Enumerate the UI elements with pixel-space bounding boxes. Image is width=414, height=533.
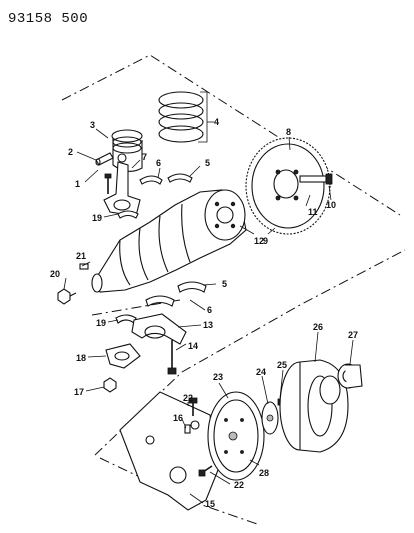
callout-13: 13 [203, 320, 213, 330]
callout-18: 18 [76, 353, 86, 363]
callout-24: 24 [256, 367, 266, 377]
callout-7: 7 [142, 152, 147, 162]
rod-cap [105, 343, 141, 369]
upper-main-bearing-shells [139, 173, 193, 185]
callout-leaders [63, 128, 354, 504]
retainer-dowel [184, 424, 191, 434]
main-bearing-shell-lower-a [177, 281, 207, 293]
torque-converter [279, 359, 349, 453]
callout-6-lower: 6 [207, 305, 212, 315]
callout-19-upper: 19 [92, 213, 102, 223]
callout-5-lower: 5 [222, 279, 227, 289]
callout-26: 26 [313, 322, 323, 332]
callout-2: 2 [68, 147, 73, 157]
oil-gallery-plug [57, 288, 77, 305]
drive-plate [207, 391, 265, 481]
callout-16: 16 [173, 413, 183, 423]
main-bearing-shell-lower-b [145, 295, 175, 307]
rod-bolt [104, 173, 112, 194]
figure-code: 93158 500 [8, 11, 88, 27]
callout-20: 20 [50, 269, 60, 279]
callout-14: 14 [188, 341, 198, 351]
callout-23: 23 [213, 372, 223, 382]
callout-12: 12 [254, 236, 264, 246]
callout-3: 3 [90, 120, 95, 130]
callout-17: 17 [74, 387, 84, 397]
main-bearing-cap [131, 313, 187, 345]
callout-1: 1 [75, 179, 80, 189]
rear-seal-retainer [119, 391, 219, 511]
rod-bearing-shell-upper [117, 210, 139, 219]
rod-nut [103, 377, 117, 393]
flexplate-bolt [299, 173, 333, 185]
retainer-bolt-lower [198, 465, 213, 477]
callout-15: 15 [205, 499, 215, 509]
flexplate-ring-gear [245, 137, 331, 235]
callout-6-upper: 6 [156, 158, 161, 168]
callout-10: 10 [326, 200, 336, 210]
callout-21: 21 [76, 251, 86, 261]
callout-28: 28 [259, 468, 269, 478]
retainer-bolt-upper [188, 397, 198, 416]
callout-9: 9 [263, 236, 268, 246]
main-cap-bolt [167, 340, 177, 375]
callout-4: 4 [214, 117, 219, 127]
rod-bearing-shell-lower [115, 314, 137, 324]
callout-22-lower: 22 [234, 480, 244, 490]
pilot-bushing [337, 363, 363, 389]
adapter-plate [261, 401, 279, 435]
callout-25: 25 [277, 360, 287, 370]
dowel-pin [79, 263, 89, 270]
piston-rings [158, 91, 214, 143]
crankshaft [91, 189, 247, 293]
callout-27: 27 [348, 330, 358, 340]
callout-22-upper: 22 [183, 393, 193, 403]
piston-pin [95, 152, 114, 166]
callout-8: 8 [286, 127, 291, 137]
callout-5-upper: 5 [205, 158, 210, 168]
callout-11: 11 [308, 207, 318, 217]
callout-19-lower: 19 [96, 318, 106, 328]
